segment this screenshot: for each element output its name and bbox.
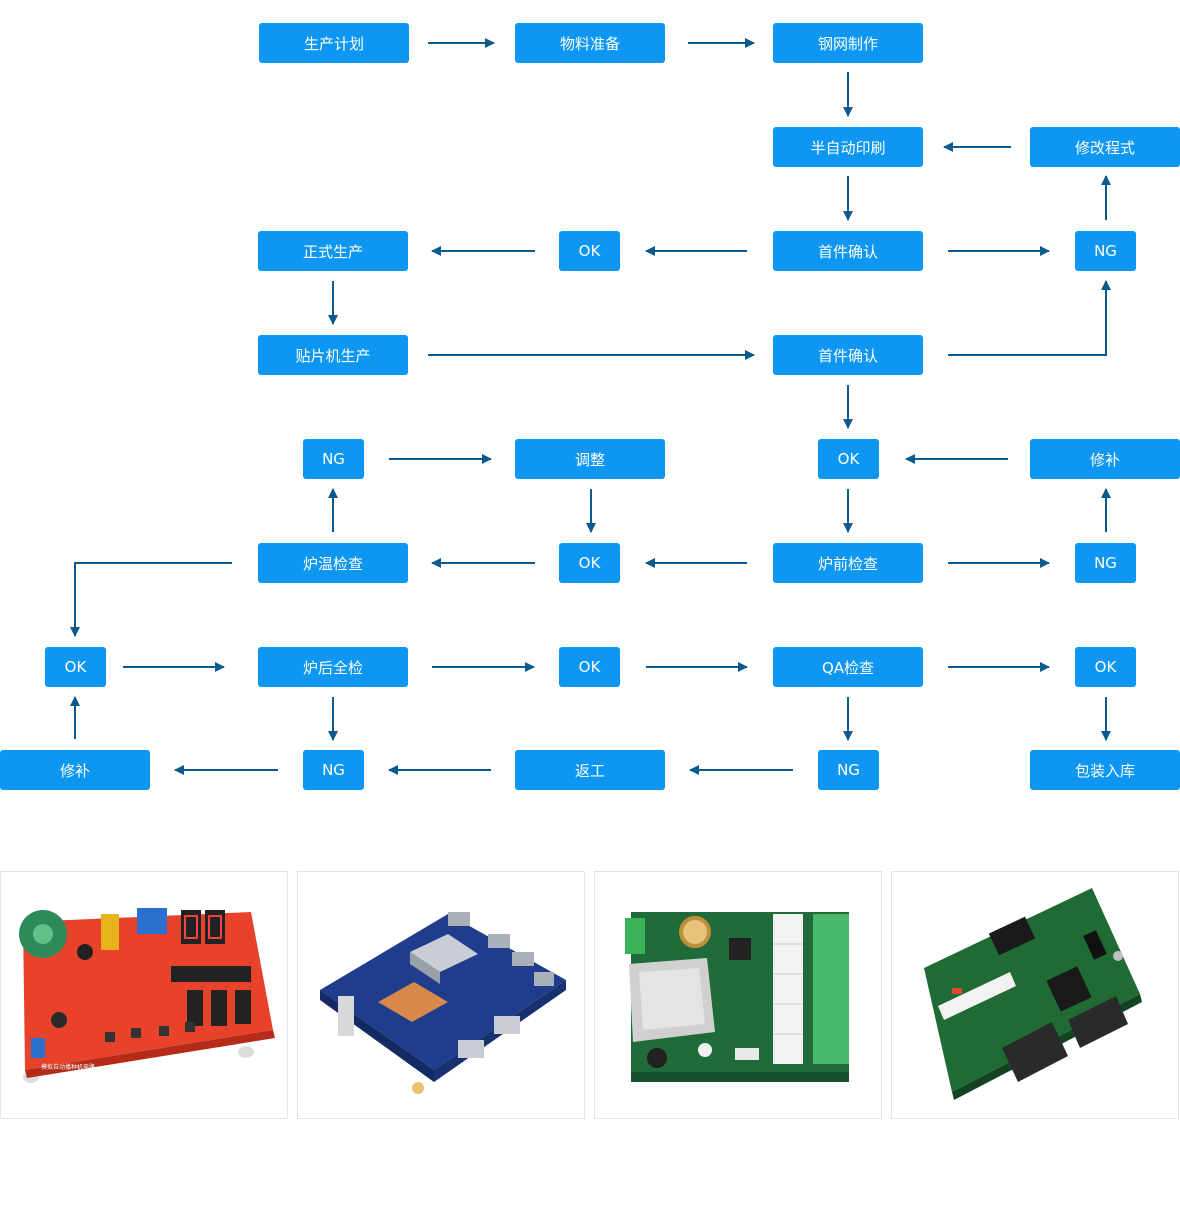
node-ng-3: NG	[1075, 543, 1136, 583]
node-stencil-making: 钢网制作	[773, 23, 923, 63]
red-pcb-board-photo-icon: 模拟自动播种机电路	[19, 908, 275, 1083]
node-adjust: 调整	[515, 439, 665, 479]
node-ok-3: OK	[559, 543, 620, 583]
node-ok-4: OK	[45, 647, 106, 687]
node-formal-production: 正式生产	[258, 231, 408, 271]
node-first-article-2: 首件确认	[773, 335, 923, 375]
node-ng-4: NG	[303, 750, 364, 790]
arrow-furnace-temp-to-ok4	[70, 562, 232, 637]
node-ok-5: OK	[559, 647, 620, 687]
svg-text:模拟自动播种机电路: 模拟自动播种机电路	[41, 1063, 95, 1071]
node-first-article-1: 首件确认	[773, 231, 923, 271]
product-gallery: 模拟自动播种机电路	[0, 871, 1180, 1121]
node-rework: 返工	[515, 750, 665, 790]
flow-arrows	[70, 38, 1111, 775]
arrow-first2-to-ng1	[948, 280, 1111, 356]
node-material-prep: 物料准备	[515, 23, 665, 63]
node-repair-1: 修补	[1030, 439, 1180, 479]
node-ok-6: OK	[1075, 647, 1136, 687]
node-qa-check: QA检查	[773, 647, 923, 687]
product-card-3[interactable]	[594, 871, 882, 1119]
node-ok-2: OK	[818, 439, 879, 479]
node-semi-auto-print: 半自动印刷	[773, 127, 923, 167]
green-controller-pcb-photo-icon	[924, 888, 1142, 1100]
node-repair-2: 修补	[0, 750, 150, 790]
product-card-1[interactable]: 模拟自动播种机电路	[0, 871, 288, 1119]
node-ng-2: NG	[303, 439, 364, 479]
node-post-reflow-check: 炉后全检	[258, 647, 408, 687]
node-ng-5: NG	[818, 750, 879, 790]
node-smt-production: 贴片机生产	[258, 335, 408, 375]
product-card-4[interactable]	[891, 871, 1179, 1119]
node-pack-storage: 包装入库	[1030, 750, 1180, 790]
node-modify-program: 修改程式	[1030, 127, 1180, 167]
green-relay-pcb-photo-icon	[625, 912, 849, 1082]
node-production-plan: 生产计划	[259, 23, 409, 63]
node-pre-reflow-check: 炉前检查	[773, 543, 923, 583]
smt-process-flowchart: 生产计划 物料准备 钢网制作 半自动印刷 修改程式 正式生产 OK 首件确认 N…	[0, 23, 1180, 790]
node-furnace-temp-check: 炉温检查	[258, 543, 408, 583]
product-card-2[interactable]	[297, 871, 585, 1119]
blue-pcb-board-photo-icon	[320, 912, 566, 1094]
node-ok-1: OK	[559, 231, 620, 271]
node-ng-1: NG	[1075, 231, 1136, 271]
